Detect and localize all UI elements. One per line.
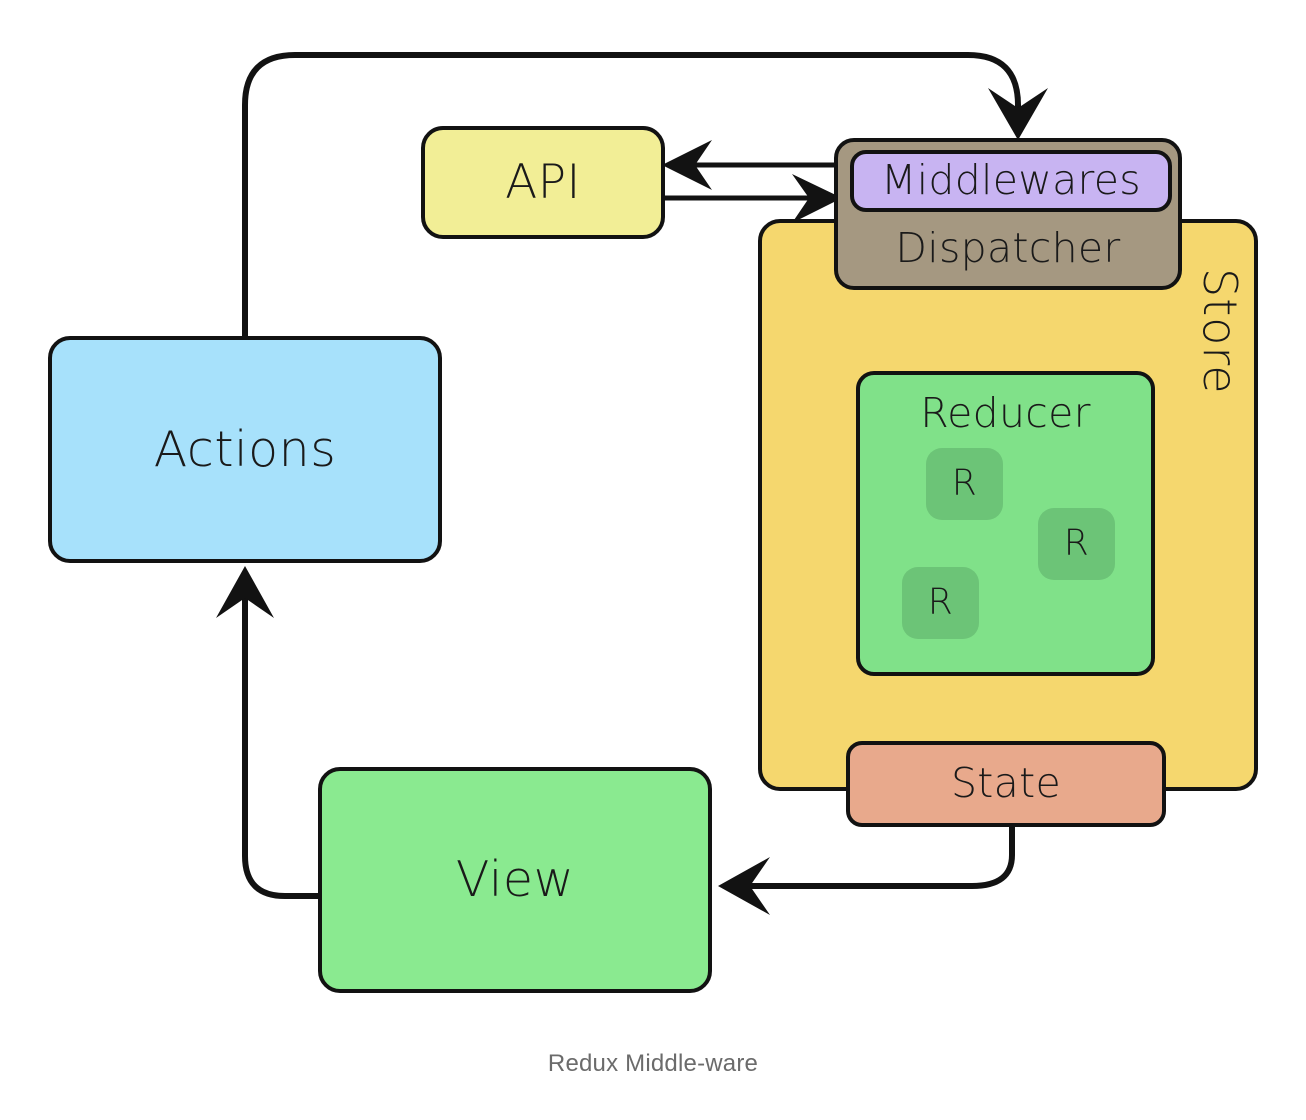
edge-state-to-view	[735, 827, 1015, 889]
reducer-chip[interactable]: R	[902, 567, 979, 639]
reducer-label: Reducer	[920, 389, 1091, 438]
reducer-chip[interactable]: R	[1038, 508, 1115, 580]
actions-box[interactable]: Actions	[48, 336, 442, 563]
reducer-box[interactable]: Reducer R R R	[856, 371, 1155, 676]
dispatcher-label: Dispatcher	[895, 224, 1121, 273]
arrowhead-view-in	[718, 857, 770, 915]
arrowhead-actions-in	[216, 566, 274, 618]
store-label: Store	[1193, 267, 1248, 395]
state-box[interactable]: State	[846, 741, 1166, 827]
middlewares-box[interactable]: Middlewares	[850, 150, 1172, 212]
diagram-caption: Redux Middle-ware	[547, 1050, 759, 1077]
api-box[interactable]: API	[421, 126, 665, 239]
view-box[interactable]: View	[318, 767, 712, 993]
arrowhead-dispatcher-in	[988, 88, 1048, 140]
arrowhead-api-in	[662, 140, 712, 190]
reducer-chip[interactable]: R	[926, 448, 1003, 520]
dispatcher-box[interactable]: Middlewares Dispatcher	[834, 138, 1182, 290]
edge-view-to-actions	[242, 590, 318, 899]
